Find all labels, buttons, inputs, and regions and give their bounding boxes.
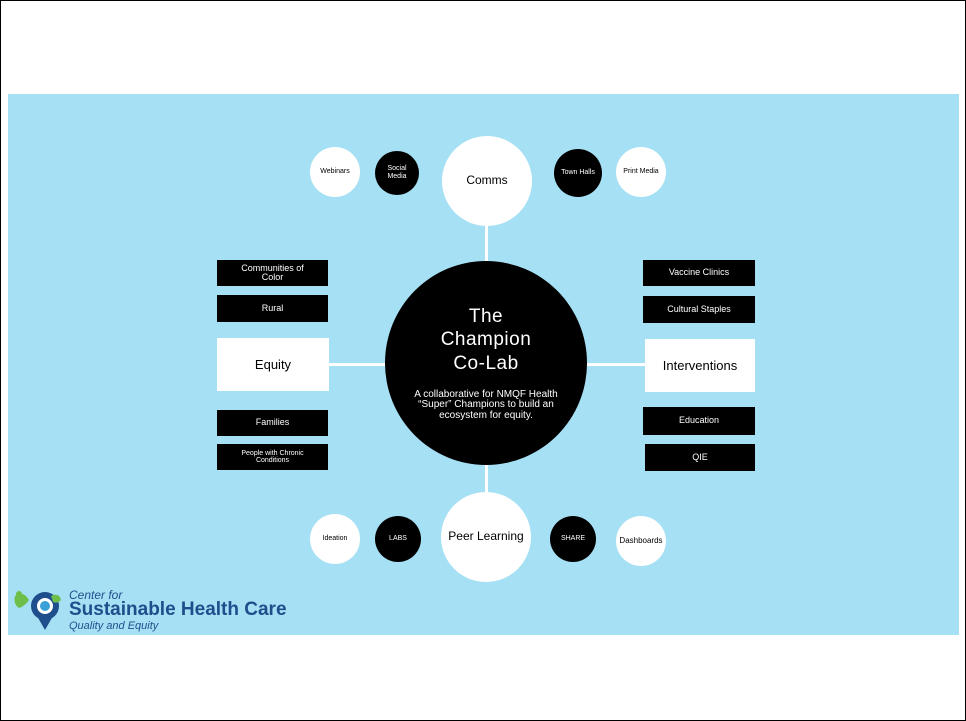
hub-peer-learning: Peer Learning (441, 492, 531, 582)
hub-comms: Comms (442, 136, 532, 226)
center-title-line1: The (468, 305, 504, 327)
node-share: SHARE (550, 516, 596, 562)
node-social-media: Social Media (375, 151, 419, 195)
node-webinars: Webinars (310, 147, 360, 197)
box-cultural-staples: Cultural Staples (643, 296, 755, 323)
connector-right (587, 363, 645, 366)
box-communities-of-color: Communities of Color (217, 260, 328, 286)
connector-bottom (485, 464, 488, 499)
connector-top (485, 221, 488, 261)
node-print-media: Print Media (616, 147, 666, 197)
node-ideation: Ideation (310, 514, 360, 564)
center-title: The Champion Co-Lab (441, 305, 532, 376)
node-dashboards: Dashboards (616, 516, 666, 566)
logo-line2: Sustainable Health Care (69, 599, 287, 620)
box-equity: Equity (217, 338, 329, 391)
logo-mark-icon (14, 591, 61, 630)
node-labs: LABS (375, 516, 421, 562)
box-people-with-chronic-conditions: People with Chronic Conditions (217, 444, 328, 470)
box-interventions: Interventions (645, 339, 755, 392)
center-circle: The Champion Co-Lab A collaborative for … (385, 261, 587, 465)
logo-line3: Quality and Equity (69, 620, 159, 632)
node-town-halls: Town Halls (554, 149, 602, 197)
center-title-line3: Co-Lab (453, 353, 519, 375)
center-title-line2: Champion (440, 329, 532, 351)
box-vaccine-clinics: Vaccine Clinics (643, 260, 755, 286)
box-rural: Rural (217, 295, 328, 322)
connector-left (329, 363, 385, 366)
organization-logo: Center for Sustainable Health Care Quali… (11, 584, 311, 634)
box-qie: QIE (645, 444, 755, 471)
logo-line1: Center for (69, 588, 123, 602)
center-subtitle: A collaborative for NMQF Health “Super” … (414, 388, 558, 421)
box-families: Families (217, 410, 328, 436)
box-education: Education (643, 407, 755, 435)
